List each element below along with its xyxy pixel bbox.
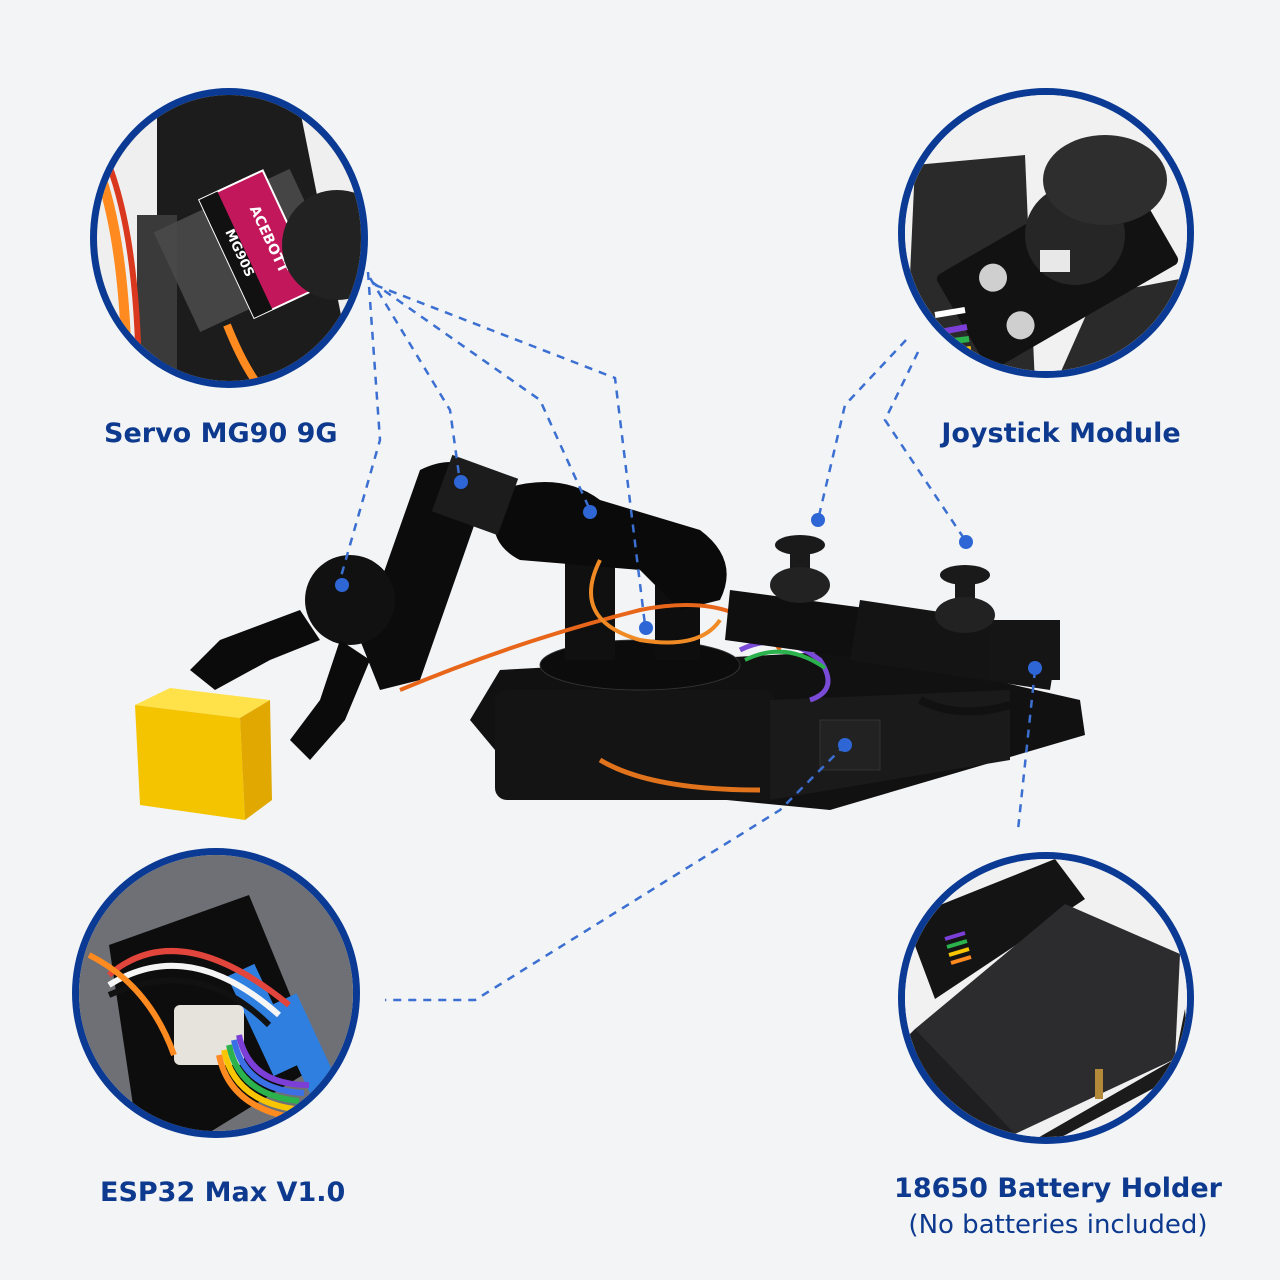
- battery-closeup-circle: [898, 852, 1194, 1144]
- joystick-dot-2: [959, 535, 973, 549]
- battery-closeup-image: [905, 859, 1187, 1137]
- esp32-dot: [838, 738, 852, 752]
- servo-closeup-image: ACEBOTT MG90S: [97, 95, 361, 381]
- joystick-closeup-image: [905, 95, 1187, 371]
- joystick-closeup-circle: [898, 88, 1194, 378]
- yellow-block: [135, 688, 272, 820]
- servo-dot-3: [583, 505, 597, 519]
- servo-dot-1: [335, 578, 349, 592]
- servo-dot-4: [639, 621, 653, 635]
- battery-dot: [1028, 661, 1042, 675]
- joystick-label: Joystick Module: [941, 418, 1181, 449]
- servo-dot-2: [454, 475, 468, 489]
- battery-label: 18650 Battery Holder: [894, 1173, 1222, 1204]
- servo-label: Servo MG90 9G: [104, 418, 338, 449]
- servo-closeup-circle: ACEBOTT MG90S: [90, 88, 368, 388]
- battery-note: (No batteries included): [908, 1210, 1208, 1240]
- esp32-label: ESP32 Max V1.0: [100, 1177, 346, 1208]
- joystick-dot-1: [811, 513, 825, 527]
- esp32-closeup-circle: [72, 848, 360, 1138]
- esp32-closeup-image: [79, 855, 353, 1131]
